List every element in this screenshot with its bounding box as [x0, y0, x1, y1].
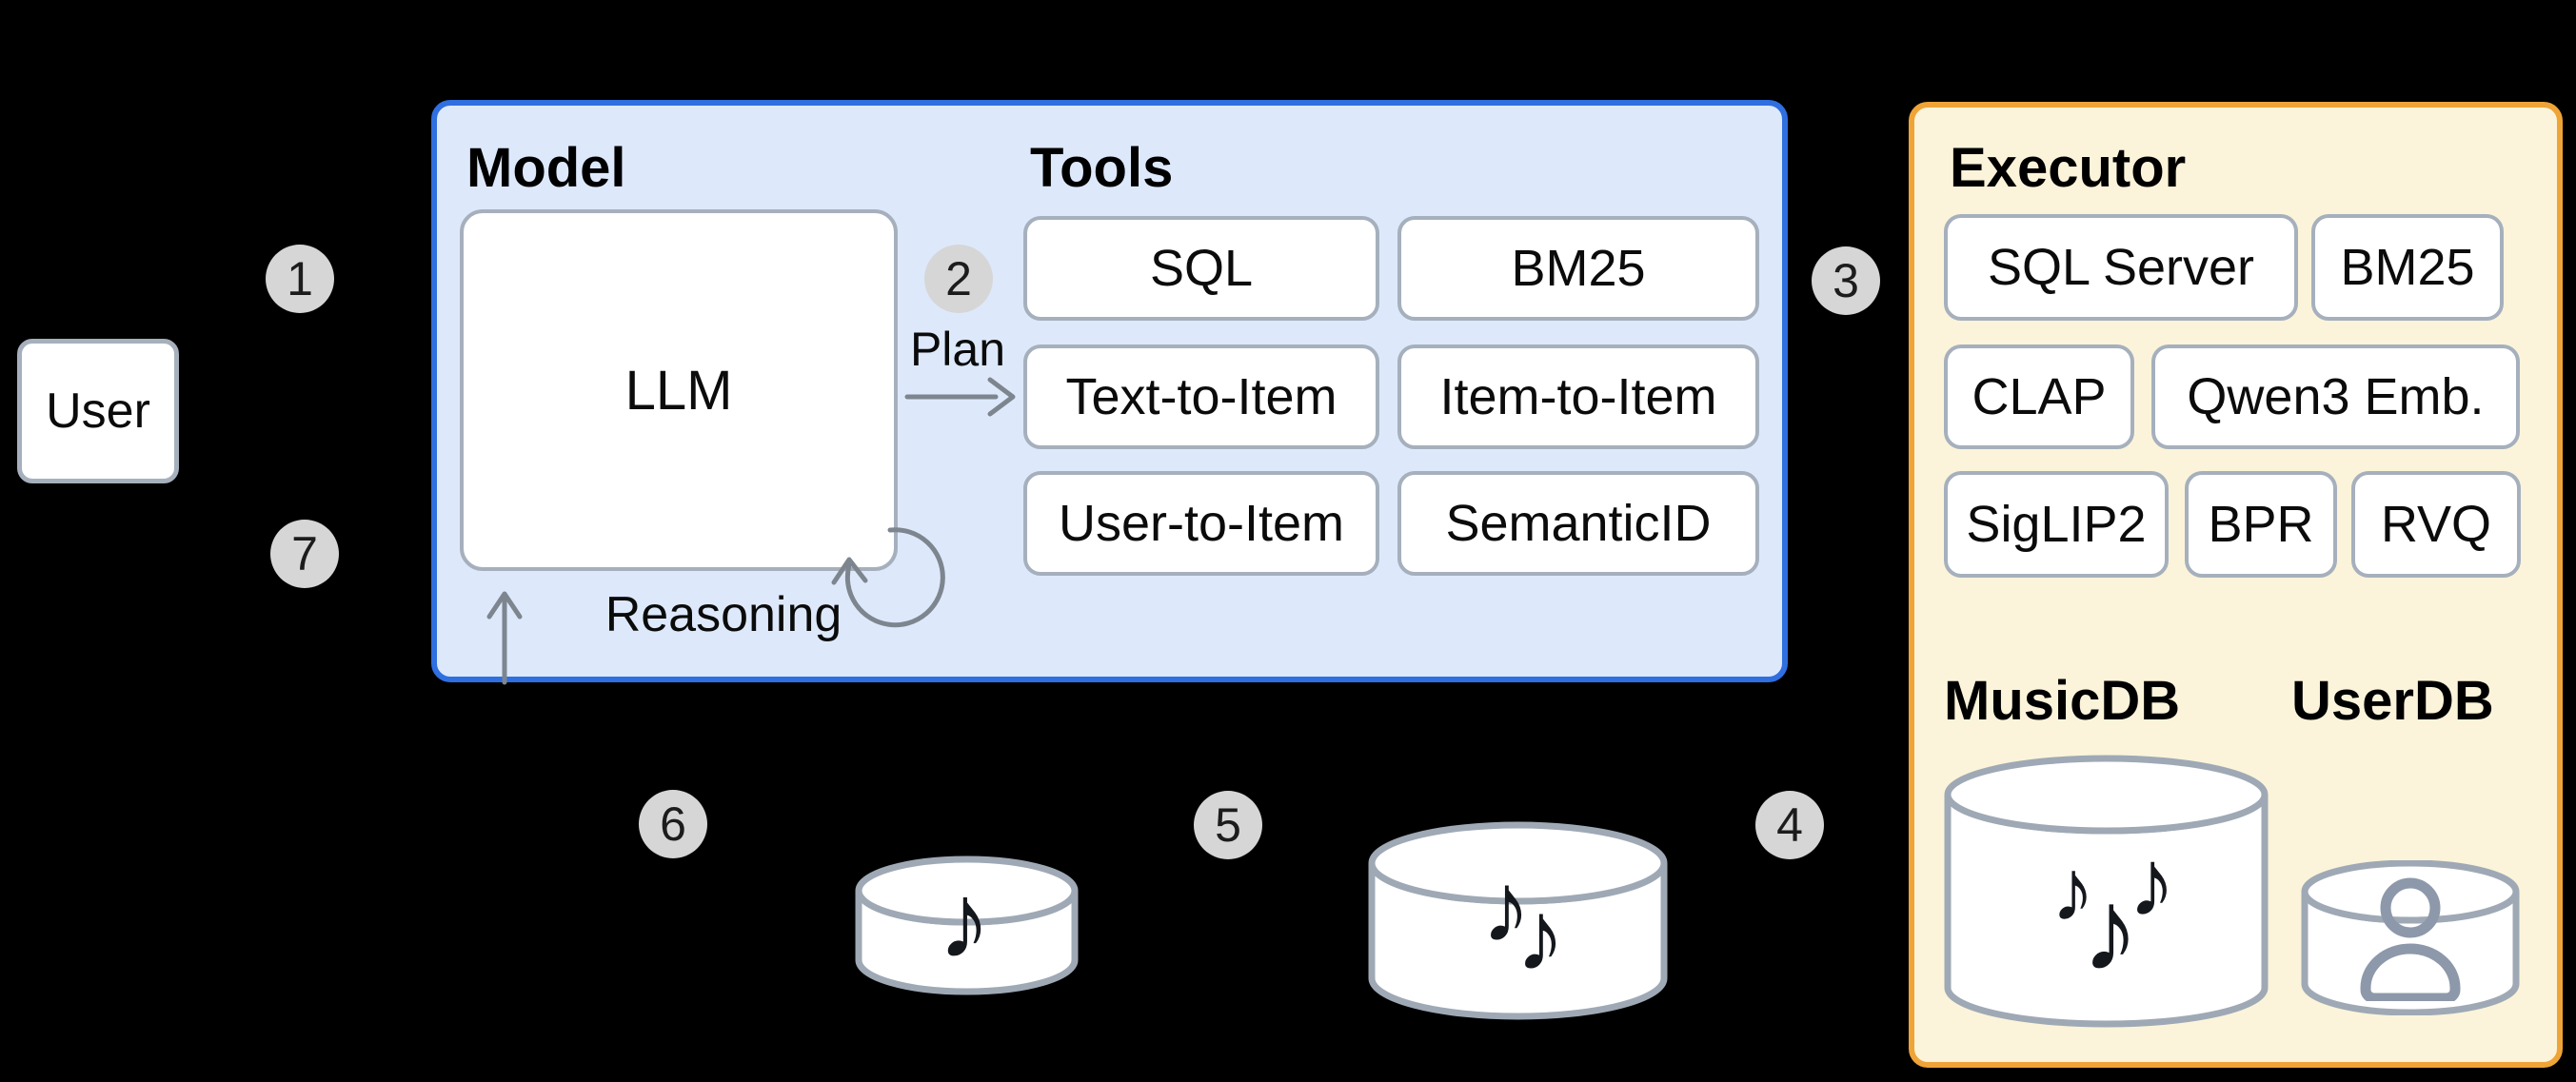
tool-user-to-item: User-to-Item — [1023, 471, 1379, 576]
userdb-label: UserDB — [2291, 670, 2494, 732]
executor-qwen3-emb: Qwen3 Emb. — [2151, 344, 2520, 449]
person-icon — [2360, 877, 2461, 1001]
model-title: Model — [466, 137, 626, 199]
step-badge-1: 1 — [266, 245, 334, 313]
step-badge-7: 7 — [270, 520, 339, 588]
single-music-note-icon: ♪ — [938, 861, 991, 980]
executor-rvq: RVQ — [2351, 471, 2521, 578]
executor-siglip2: SigLIP2 — [1944, 471, 2169, 578]
step-badge-3: 3 — [1812, 246, 1880, 315]
double-music-note-icon: ♪ ♪ — [1481, 853, 1565, 992]
step-badge-4: 4 — [1755, 791, 1824, 859]
tool-text-to-item: Text-to-Item — [1023, 344, 1379, 449]
result-db-cylinder-medium — [1368, 821, 1668, 1020]
reasoning-label: Reasoning — [604, 587, 842, 642]
llm-node-label: LLM — [624, 359, 733, 422]
tool-sql: SQL — [1023, 216, 1379, 321]
step-badge-6: 6 — [639, 790, 707, 858]
musicdb-label: MusicDB — [1944, 670, 2181, 732]
executor-bm25: BM25 — [2311, 214, 2504, 321]
musicdb-music-notes-icon: ♪ ♪ ♪ — [2051, 830, 2176, 994]
musicdb-cylinder — [1944, 755, 2269, 1028]
step-badge-5: 5 — [1194, 791, 1262, 859]
tool-semanticid: SemanticID — [1397, 471, 1759, 576]
executor-clap: CLAP — [1944, 344, 2134, 449]
executor-sql-server: SQL Server — [1944, 214, 2298, 321]
executor-bpr: BPR — [2185, 471, 2337, 578]
user-node: User — [17, 339, 179, 483]
tools-title: Tools — [1030, 137, 1174, 199]
step-badge-2: 2 — [924, 245, 993, 313]
executor-title: Executor — [1950, 137, 2187, 199]
user-node-label: User — [46, 384, 150, 439]
plan-label: Plan — [909, 323, 1006, 376]
tool-item-to-item: Item-to-Item — [1397, 344, 1759, 449]
result-db-cylinder-small — [855, 856, 1079, 995]
llm-node: LLM — [460, 209, 898, 571]
tool-bm25: BM25 — [1397, 216, 1759, 321]
